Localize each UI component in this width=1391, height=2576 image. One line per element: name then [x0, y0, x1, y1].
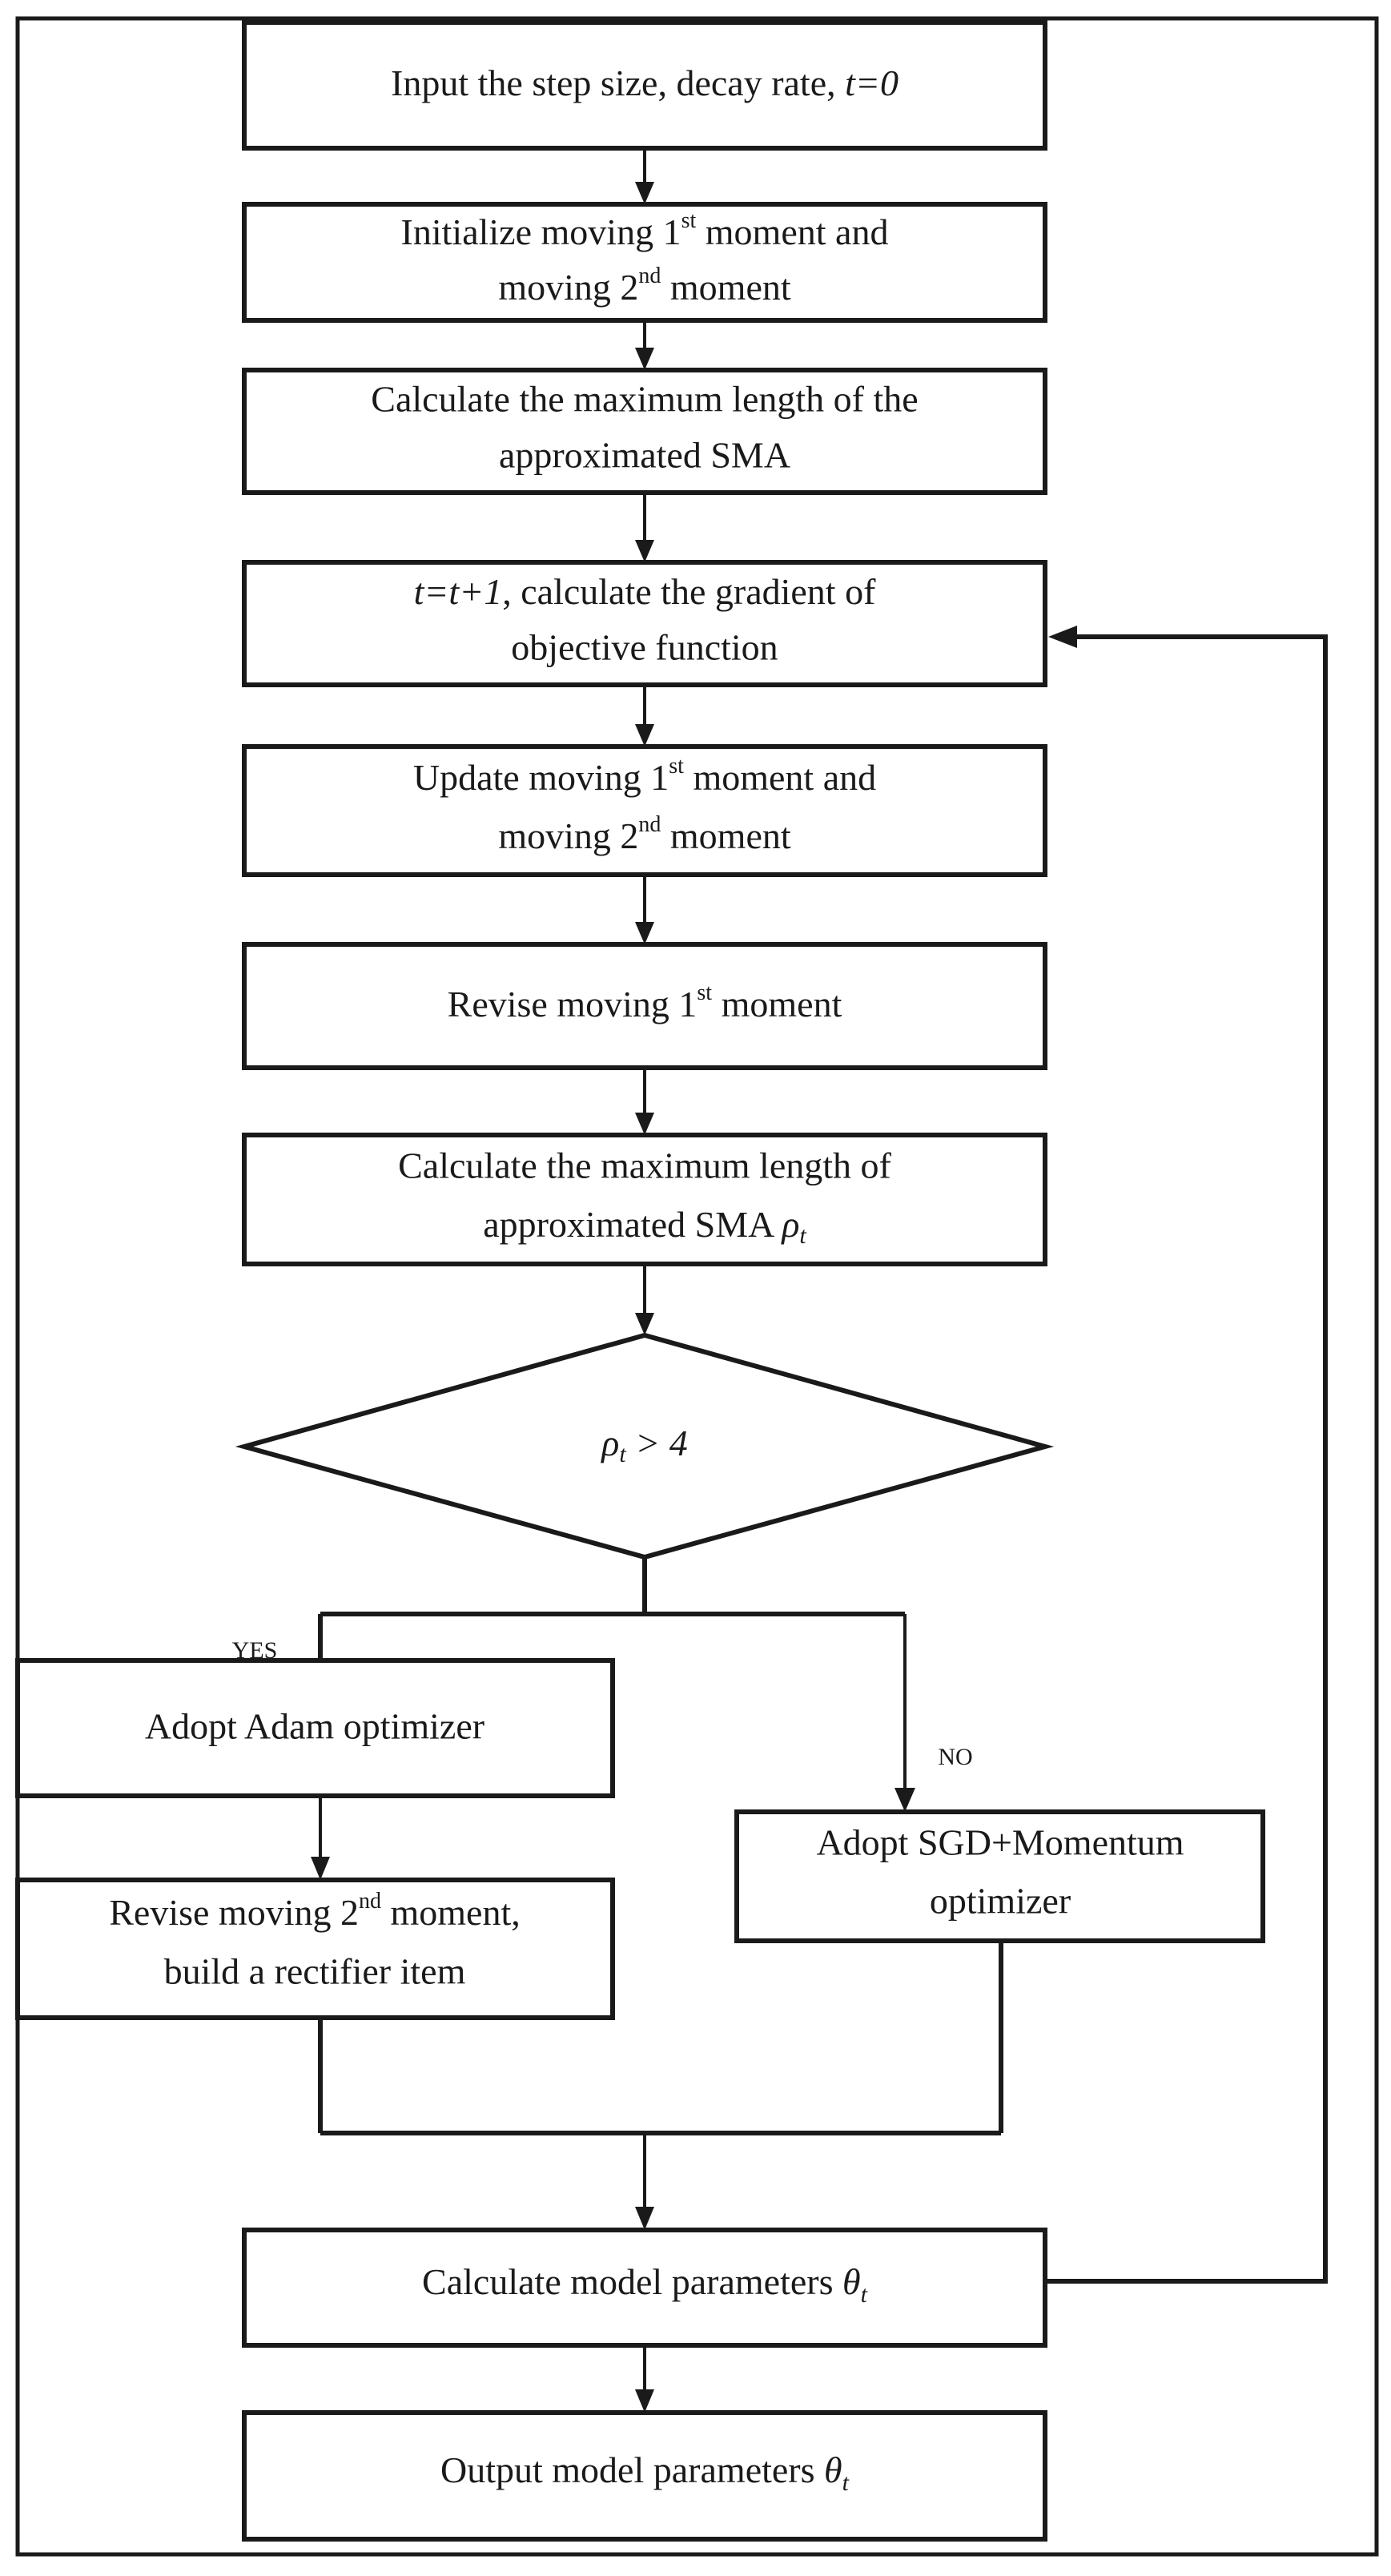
node-calc-model-params-box — [242, 2228, 1047, 2348]
n5-l1-a: Update moving 1 — [413, 757, 669, 798]
node-adopt-adam-box — [15, 1658, 615, 1798]
n12-l1-theta: θ — [824, 2449, 842, 2490]
node-calc-max-sma[interactable]: Calculate the maximum length of the appr… — [242, 368, 1047, 495]
svg-text:Initialize moving 1st moment: Initialize moving 1st moment and — [401, 208, 889, 252]
n2-l2-a: moving 2 — [498, 267, 638, 308]
node-increment-and-gradient-box — [242, 560, 1047, 687]
edge-n4-to-n5 — [635, 685, 654, 747]
n10-l1-b: moment, — [381, 1892, 521, 1933]
node-calc-sma-rho-box — [242, 1133, 1047, 1266]
n1-text-a: Input the step size, decay rate, — [391, 62, 845, 103]
node-output-model-params[interactable]: Output model parameters θt — [242, 2410, 1047, 2542]
edge-n3-to-n4 — [635, 493, 654, 562]
n5-l1-sup: st — [669, 754, 684, 779]
n9-line-1: Adopt SGD+Momentum — [816, 1822, 1184, 1863]
n10-l1-a: Revise moving 2 — [109, 1892, 359, 1933]
n10-line-2: build a rectifier item — [164, 1951, 466, 1992]
svg-text:approximated SMA ρt: approximated SMA ρt — [483, 1204, 806, 1249]
svg-text:moving 2nd moment: moving 2nd moment — [498, 264, 791, 307]
n6-l1-a: Revise moving 1 — [448, 984, 698, 1024]
n11-l1-theta: θ — [842, 2261, 861, 2302]
edge-feedback-n11-to-n4 — [1045, 626, 1328, 2284]
node-update-moments-box — [242, 744, 1047, 877]
d1-rho: ρ — [600, 1423, 619, 1463]
n8-line-1: Adopt Adam optimizer — [145, 1706, 484, 1747]
n9-line-2: optimizer — [930, 1881, 1071, 1922]
node-input-params-box — [242, 20, 1047, 151]
n3-line-2: approximated SMA — [499, 435, 790, 476]
node-initialize-moments-box — [242, 202, 1047, 323]
n5-l2-b: moment — [661, 815, 790, 856]
svg-text:Input the step size, decay rat: Input the step size, decay rate, t=0 — [391, 62, 899, 103]
edge-n11-to-n12 — [635, 2345, 654, 2413]
node-decision-rho-gt-4-shape — [235, 1332, 1055, 1560]
n5-l2-a: moving 2 — [498, 815, 638, 856]
svg-text:Revise moving 2nd moment,: Revise moving 2nd moment, — [109, 1889, 521, 1932]
svg-text:Calculate model parameters θt: Calculate model parameters θt — [422, 2261, 868, 2308]
n2-l1-sup: st — [681, 208, 697, 233]
n5-l1-b: moment and — [684, 757, 876, 798]
n4-line-2: objective function — [511, 627, 778, 668]
n2-l2-b: moment — [661, 267, 790, 308]
n5-l2-sup: nd — [638, 812, 661, 837]
node-calc-model-params[interactable]: Calculate model parameters θt — [242, 2228, 1047, 2348]
n4-l1-a: t=t+1 — [414, 571, 503, 612]
edge-label-no: NO — [938, 1744, 972, 1770]
edge-n6-to-n7 — [635, 1068, 654, 1135]
n3-line-1: Calculate the maximum length of the — [371, 379, 918, 420]
n4-l1-b: , calculate the gradient of — [502, 571, 876, 612]
node-output-model-params-box — [242, 2410, 1047, 2542]
n1-text-b: t=0 — [845, 62, 899, 103]
node-initialize-moments[interactable]: Initialize moving 1st moment and moving … — [242, 202, 1047, 323]
edge-decision-split-bus — [318, 1557, 915, 1812]
n6-l1-sup: st — [697, 980, 712, 1005]
svg-text:Revise moving 1st moment: Revise moving 1st moment — [448, 980, 842, 1024]
node-revise-first-moment[interactable]: Revise moving 1st moment — [242, 942, 1047, 1070]
svg-text:t=t+1, calculate the gradient: t=t+1, calculate the gradient of — [414, 571, 876, 612]
n7-l2-rho: ρ — [780, 1204, 799, 1245]
edge-n7-to-decision — [635, 1264, 654, 1335]
d1-sub: t — [619, 1441, 626, 1467]
n11-l1-a: Calculate model parameters — [422, 2261, 842, 2302]
svg-text:Update moving 1st moment and: Update moving 1st moment and — [413, 754, 876, 797]
svg-text:moving 2nd moment: moving 2nd moment — [498, 812, 791, 855]
node-calc-sma-rho[interactable]: Calculate the maximum length of approxim… — [242, 1133, 1047, 1266]
edge-n2-to-n3 — [635, 320, 654, 370]
n6-l1-b: moment — [712, 984, 842, 1024]
node-revise-second-moment-box — [15, 1878, 615, 2020]
edge-merge-to-n11 — [318, 1941, 1003, 2230]
n2-l1-a: Initialize moving 1 — [401, 211, 681, 252]
node-input-params[interactable]: Input the step size, decay rate, t=0 — [242, 20, 1047, 151]
n7-line-1: Calculate the maximum length of — [398, 1145, 891, 1186]
node-revise-second-moment[interactable]: Revise moving 2nd moment, build a rectif… — [15, 1878, 615, 2020]
n12-l1-a: Output model parameters — [440, 2449, 824, 2490]
node-increment-and-gradient[interactable]: t=t+1, calculate the gradient of objecti… — [242, 560, 1047, 687]
node-adopt-sgd-momentum[interactable]: Adopt SGD+Momentum optimizer — [734, 1809, 1265, 1943]
n12-l1-sub: t — [842, 2469, 850, 2496]
node-adopt-adam[interactable]: Adopt Adam optimizer — [15, 1658, 615, 1798]
n7-l2-sub: t — [799, 1222, 806, 1249]
node-calc-max-sma-box — [242, 368, 1047, 495]
edge-n1-to-n2 — [635, 148, 654, 204]
node-decision-rho-gt-4[interactable]: ρt > 4 — [235, 1332, 1055, 1560]
node-adopt-sgd-momentum-box — [734, 1809, 1265, 1943]
n2-l1-b: moment and — [696, 211, 888, 252]
node-revise-first-moment-box — [242, 942, 1047, 1070]
edge-n8-to-n10 — [311, 1796, 330, 1880]
svg-text:ρt > 4: ρt > 4 — [600, 1423, 687, 1467]
n11-l1-sub: t — [861, 2281, 868, 2308]
d1-cmp: > 4 — [626, 1423, 688, 1463]
n10-l1-sup: nd — [359, 1889, 381, 1914]
n2-l2-sup: nd — [638, 264, 661, 288]
svg-text:Output model parameters θt: Output model parameters θt — [440, 2449, 850, 2496]
edge-n5-to-n6 — [635, 875, 654, 944]
node-update-moments[interactable]: Update moving 1st moment and moving 2nd … — [242, 744, 1047, 877]
figure-border — [15, 16, 1379, 2557]
n7-l2-a: approximated SMA — [483, 1204, 782, 1245]
